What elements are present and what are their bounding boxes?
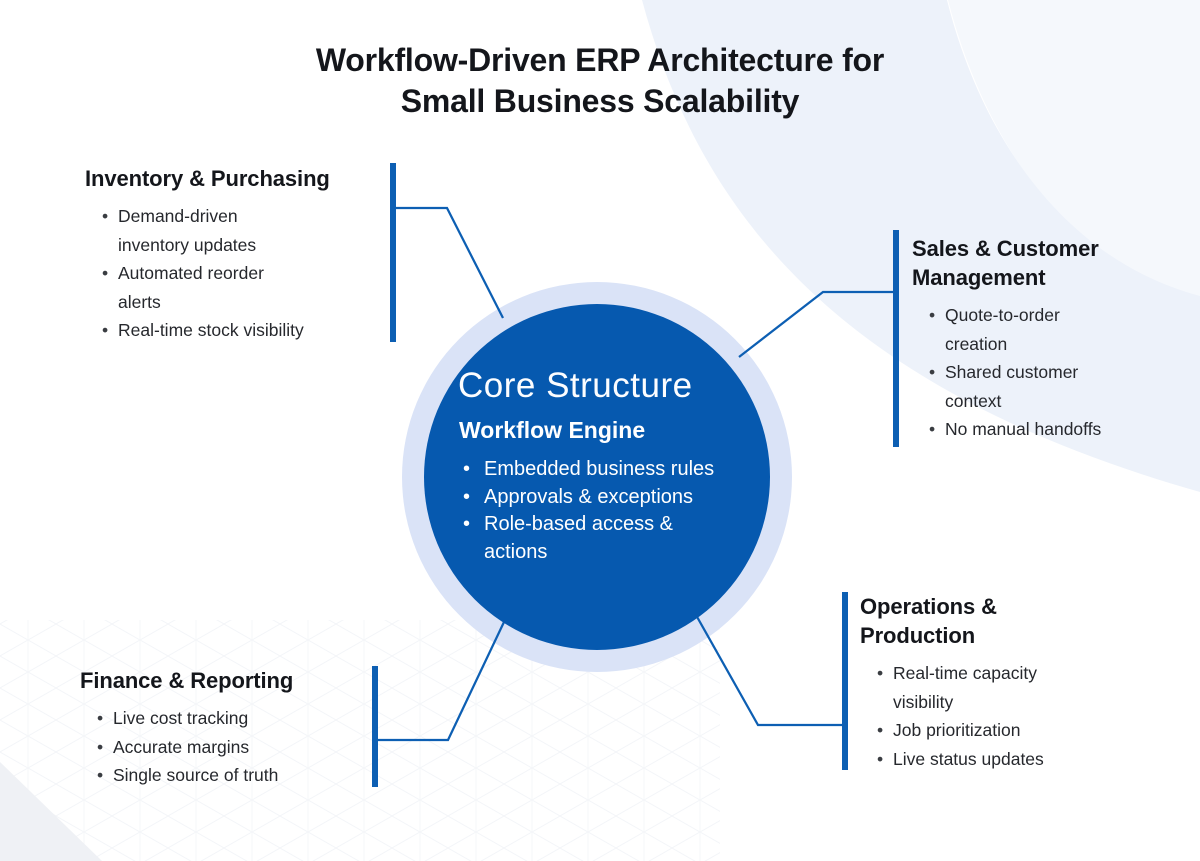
bullet-item: Live cost tracking [95, 704, 390, 733]
section-finance-reporting: Finance & Reporting Live cost tracking A… [80, 666, 390, 790]
bullet-item: Single source of truth [95, 761, 390, 790]
section-sales-customer-management: Sales & Customer Management Quote-to-ord… [912, 234, 1162, 444]
section-title: Finance & Reporting [80, 668, 294, 693]
bullet-item: Real-time stock visibility [100, 316, 395, 345]
connector-operations [695, 614, 843, 727]
core-bullet-list: Embedded business rules Approvals & exce… [458, 456, 750, 566]
bullet-item: Automated reorder alerts [100, 259, 395, 316]
section-bullet-list: Demand-driven inventory updates Automate… [100, 202, 395, 345]
section-title: Operations & Production [860, 594, 997, 648]
section-bullet-list: Real-time capacity visibility Job priori… [875, 659, 1110, 773]
corner-tint-shape [948, 0, 1200, 302]
section-bullet-list: Live cost tracking Accurate margins Sing… [95, 704, 390, 790]
core-bullet: Embedded business rules [458, 456, 750, 484]
page-title: Workflow-Driven ERP Architecture for Sma… [315, 42, 885, 119]
bullet-item: Real-time capacity visibility [875, 659, 1110, 716]
bullet-item: Live status updates [875, 745, 1110, 774]
connector-sales [738, 290, 893, 358]
core-bullet: Approvals & exceptions [458, 484, 750, 512]
connector-inventory [396, 206, 505, 319]
section-title: Inventory & Purchasing [85, 166, 330, 191]
section-inventory-purchasing: Inventory & Purchasing Demand-driven inv… [85, 164, 395, 345]
bullet-item: Quote-to-order creation [927, 301, 1162, 358]
core-heading: Core Structure [458, 366, 693, 405]
accent-bar-operations [842, 592, 848, 770]
section-bullet-list: Quote-to-order creation Shared customer … [927, 301, 1162, 444]
bullet-item: Demand-driven inventory updates [100, 202, 395, 259]
core-bullet: Role-based access & actions [458, 511, 750, 566]
bullet-item: Accurate margins [95, 733, 390, 762]
bullet-item: Job prioritization [875, 716, 1110, 745]
connector-finance [378, 621, 506, 742]
section-title: Sales & Customer Management [912, 236, 1099, 290]
section-operations-production: Operations & Production Real-time capaci… [860, 592, 1110, 773]
core-subheading: Workflow Engine [459, 417, 646, 443]
core-circle: Core Structure Workflow Engine Embedded … [424, 304, 770, 650]
bullet-item: Shared customer context [927, 358, 1162, 415]
accent-bar-sales [893, 230, 899, 447]
corner-triangle-shape [0, 762, 102, 861]
bullet-item: No manual handoffs [927, 415, 1162, 444]
